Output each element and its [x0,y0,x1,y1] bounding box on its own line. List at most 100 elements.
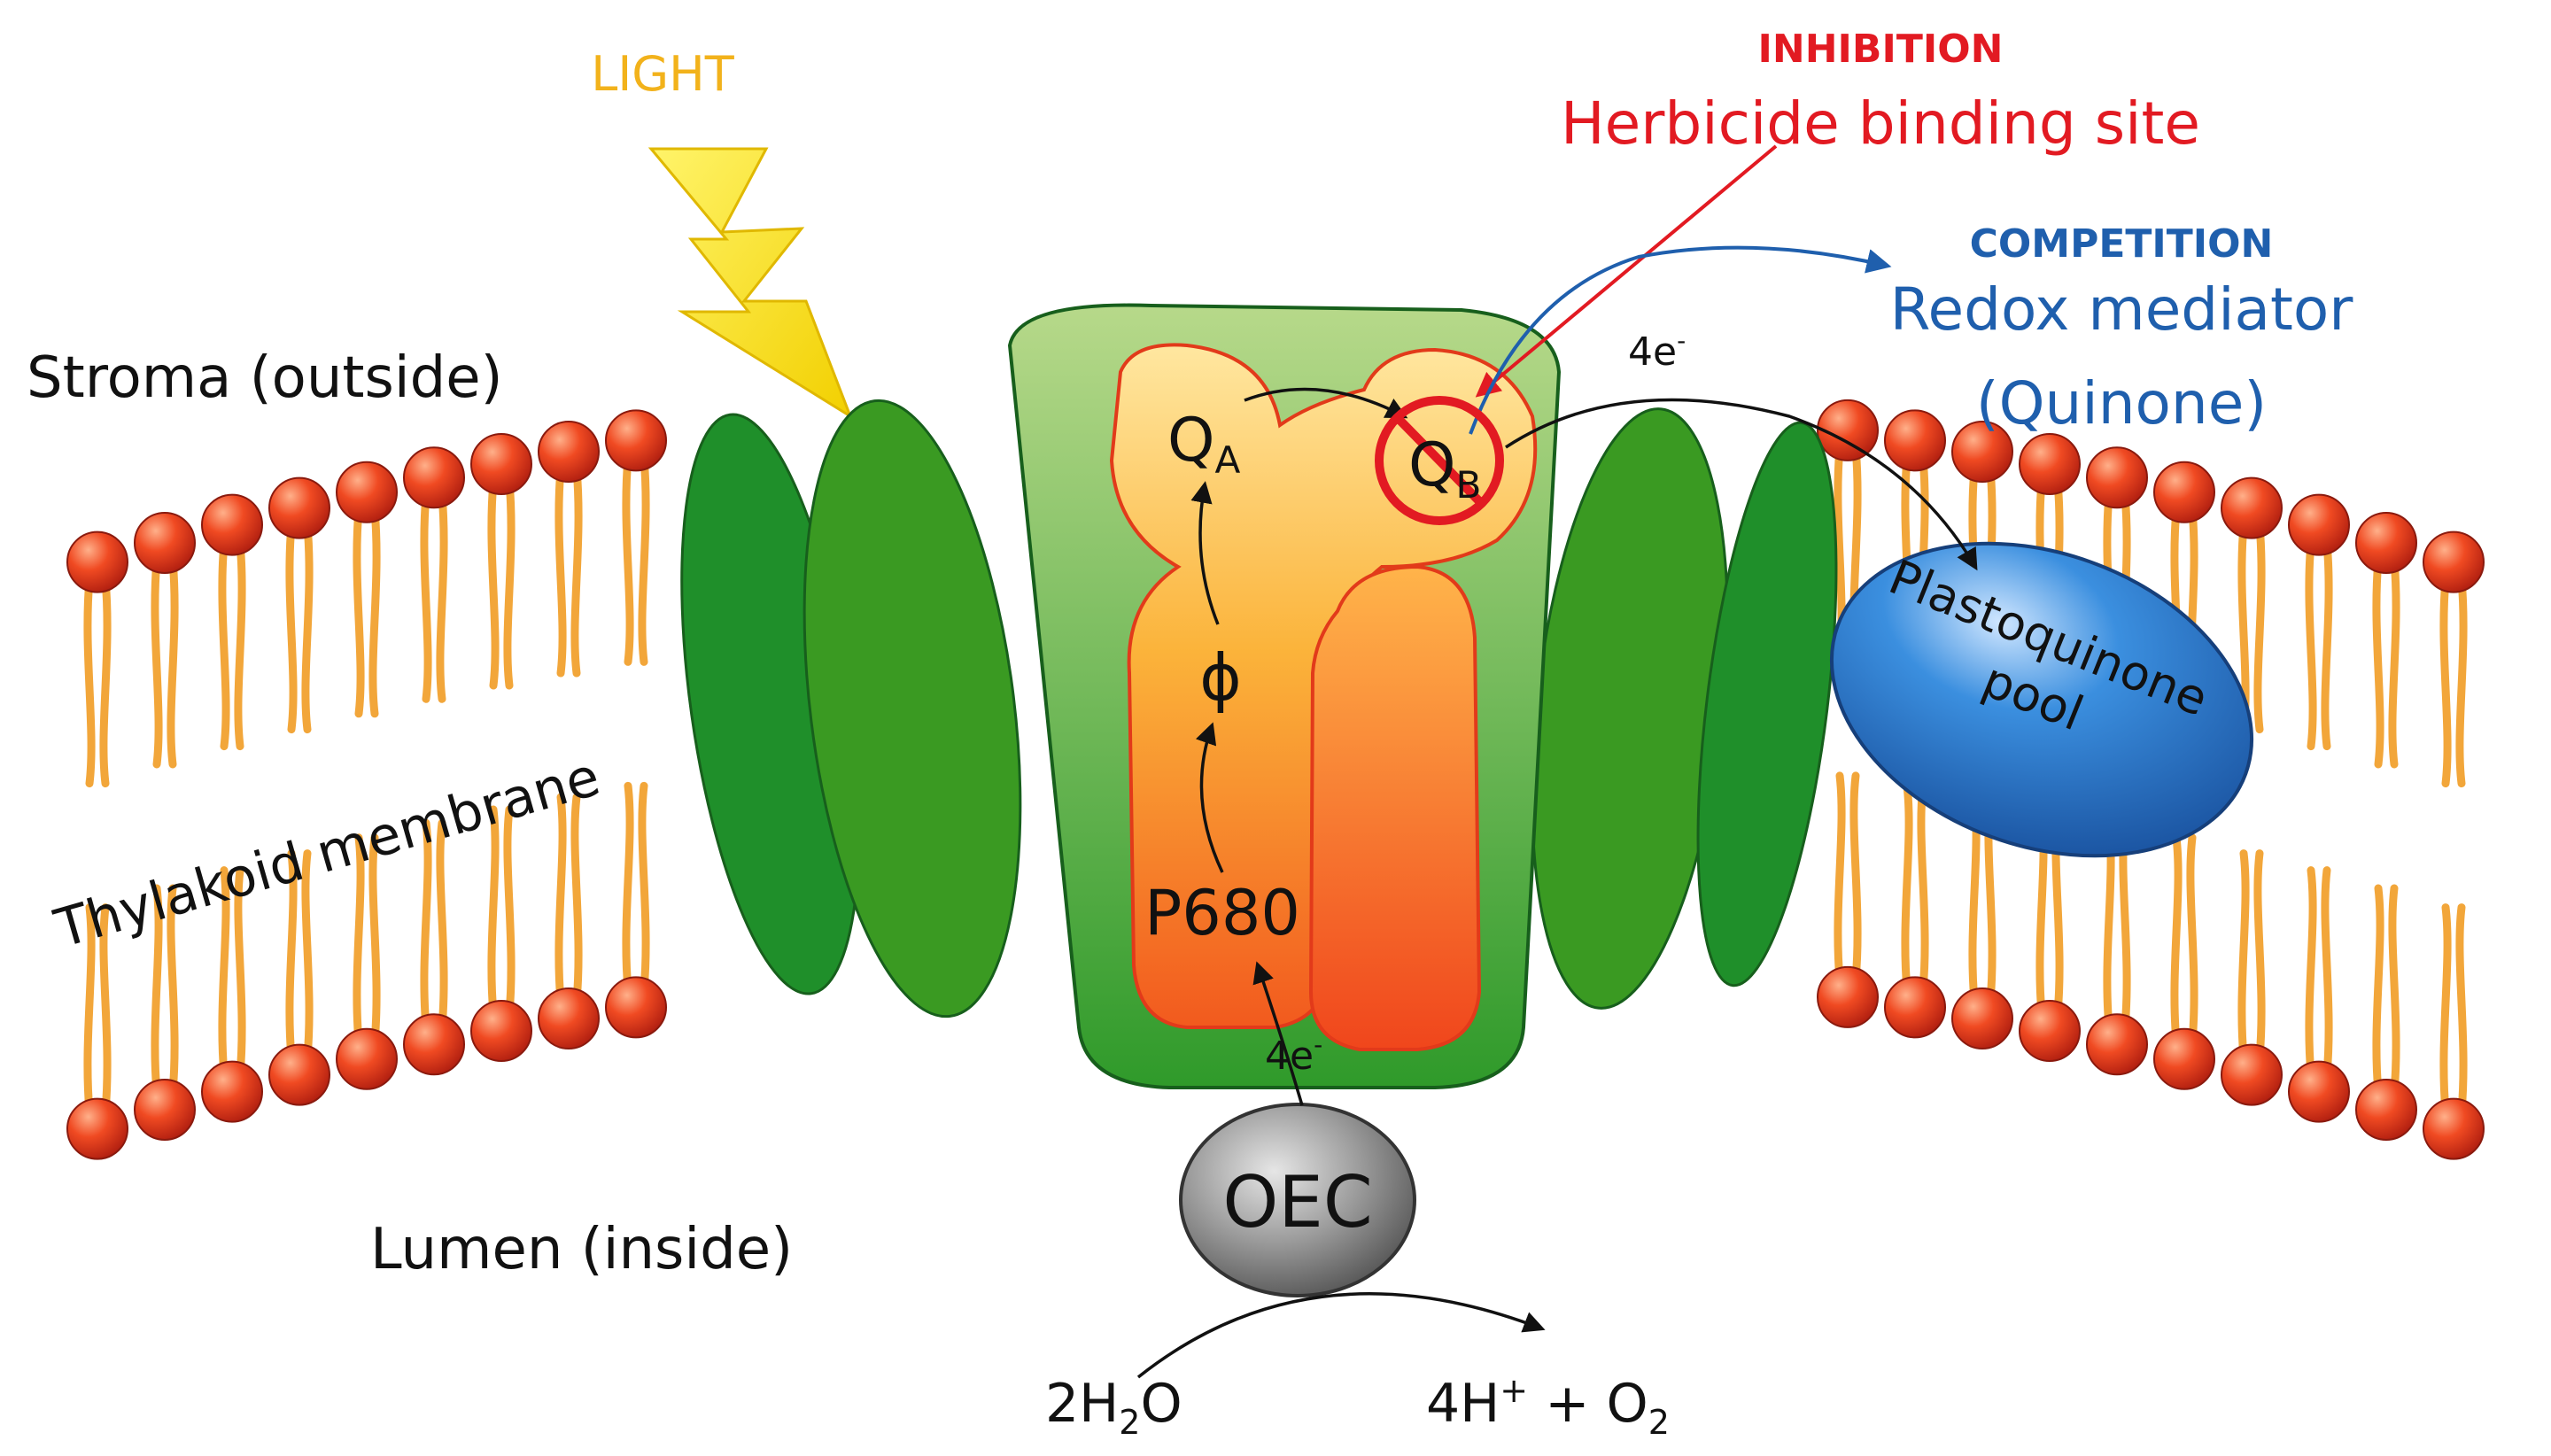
lipid-head [2423,1097,2485,1160]
lipid-tail [487,477,500,690]
products-label: 4H+ + O2 [1426,1371,1670,1442]
d2-protein-lobe [1308,564,1482,1051]
lipid-tail [420,491,432,703]
lipid-tail [2321,538,2333,751]
lipid-head [2355,1078,2417,1141]
lipid-head [1884,409,1946,472]
plastoquinone-pool [1829,541,2254,858]
lipid-head [470,433,532,496]
lipid-tail [83,576,96,788]
arrow-competition [1469,245,1892,435]
lipid-head [538,987,600,1050]
lipid-tail [368,506,381,718]
lipid-head [2355,511,2417,574]
lipid-head [268,476,330,539]
lightning-bolt-icon [647,147,854,420]
herbicide-binding-site-label: Herbicide binding site [1561,89,2200,158]
lipid-head [336,1027,398,1090]
lipid-tail [353,833,365,1046]
lipid-head [2086,1013,2148,1076]
lipid-head [403,446,465,509]
lipid-head [1951,987,2013,1050]
lipid-tail [2305,866,2317,1079]
lipid-tail [99,576,112,788]
quinone-label: (Quinone) [1976,369,2267,438]
lipid-tail [503,805,516,1018]
lipid-bilayer [66,399,2485,1160]
lipid-tail [2388,884,2400,1096]
lipid-head [605,409,667,472]
electrons-bottom-label: 4e- [1265,1030,1322,1079]
lipid-tail [420,818,432,1031]
lipid-tail [503,477,516,690]
lipid-tail [2170,833,2183,1046]
lipid-head [2221,476,2283,539]
lipid-tail [1849,771,1862,984]
arrow-water-splitting [1136,1292,1546,1379]
lipid-tail [151,884,163,1096]
lipid-tail [436,491,448,703]
lipid-head [201,1060,263,1123]
arrow-herbicide-inhibition [1475,144,1778,398]
lipid-head [2153,461,2215,523]
lipid-tail [570,793,583,1005]
protein-subunit-right-outer [1696,421,1838,987]
lipid-head [134,511,196,574]
lipid-head [268,1043,330,1106]
thylakoid-membrane-label: Thylakoid membrane [48,746,607,961]
lipid-tail [2321,866,2333,1079]
p680-label: P680 [1144,877,1300,949]
lipid-head [2288,1060,2350,1123]
lipid-tail [167,884,179,1096]
lipid-tail [622,781,634,994]
oec-complex [1179,1103,1416,1297]
lipid-head [66,1097,128,1160]
water-label: 2H2O [1045,1373,1182,1442]
qa-label: QA [1167,406,1241,482]
lipid-tail [2372,556,2384,769]
competition-label: COMPETITION [1970,221,2274,267]
lipid-head [605,976,667,1039]
lipid-tail [234,538,246,751]
lipid-tail [2372,884,2384,1096]
lipid-tail [1917,781,1929,994]
lipid-head [2423,531,2485,593]
lipid-tail [570,465,583,678]
lipid-head [2019,433,2081,496]
inhibition-label: INHIBITION [1758,27,2004,72]
oec-label: OEC [1222,1161,1372,1243]
lipid-head [134,1078,196,1141]
lipid-head [1951,421,2013,484]
lipid-tail [2439,576,2452,788]
stroma-label: Stroma (outside) [27,345,503,411]
lipid-head [66,531,128,593]
lipid-tail [2237,849,2250,1062]
protein-subunit-left-inner [803,399,1022,1018]
lipid-tail [151,556,163,769]
lipid-tail [436,818,448,1031]
lipid-head [1884,976,1946,1039]
lipid-head [336,461,398,523]
lipid-tail [218,866,230,1079]
lipid-head [2153,1027,2215,1090]
lipid-head [470,1000,532,1063]
lipid-tail [368,833,381,1046]
arrow-qb-to-pq-pool [1505,398,1978,571]
lipid-tail [2388,556,2400,769]
lumen-label: Lumen (inside) [370,1217,793,1282]
lipid-tail [2439,903,2452,1116]
lipid-tail [218,538,230,751]
lipid-tail [353,506,365,718]
lipid-tail [2186,833,2198,1046]
lipid-head [201,493,263,556]
lipid-tail [554,465,567,678]
lipid-head [1817,399,1879,461]
lipid-head [2221,1043,2283,1106]
redox-mediator-label: Redox mediator [1890,275,2354,344]
lipid-head [2288,493,2350,556]
lipid-head [2086,446,2148,509]
arrow-qa-to-qb [1244,387,1408,419]
lipid-tail [99,903,112,1116]
qb-label: QB [1408,430,1481,507]
